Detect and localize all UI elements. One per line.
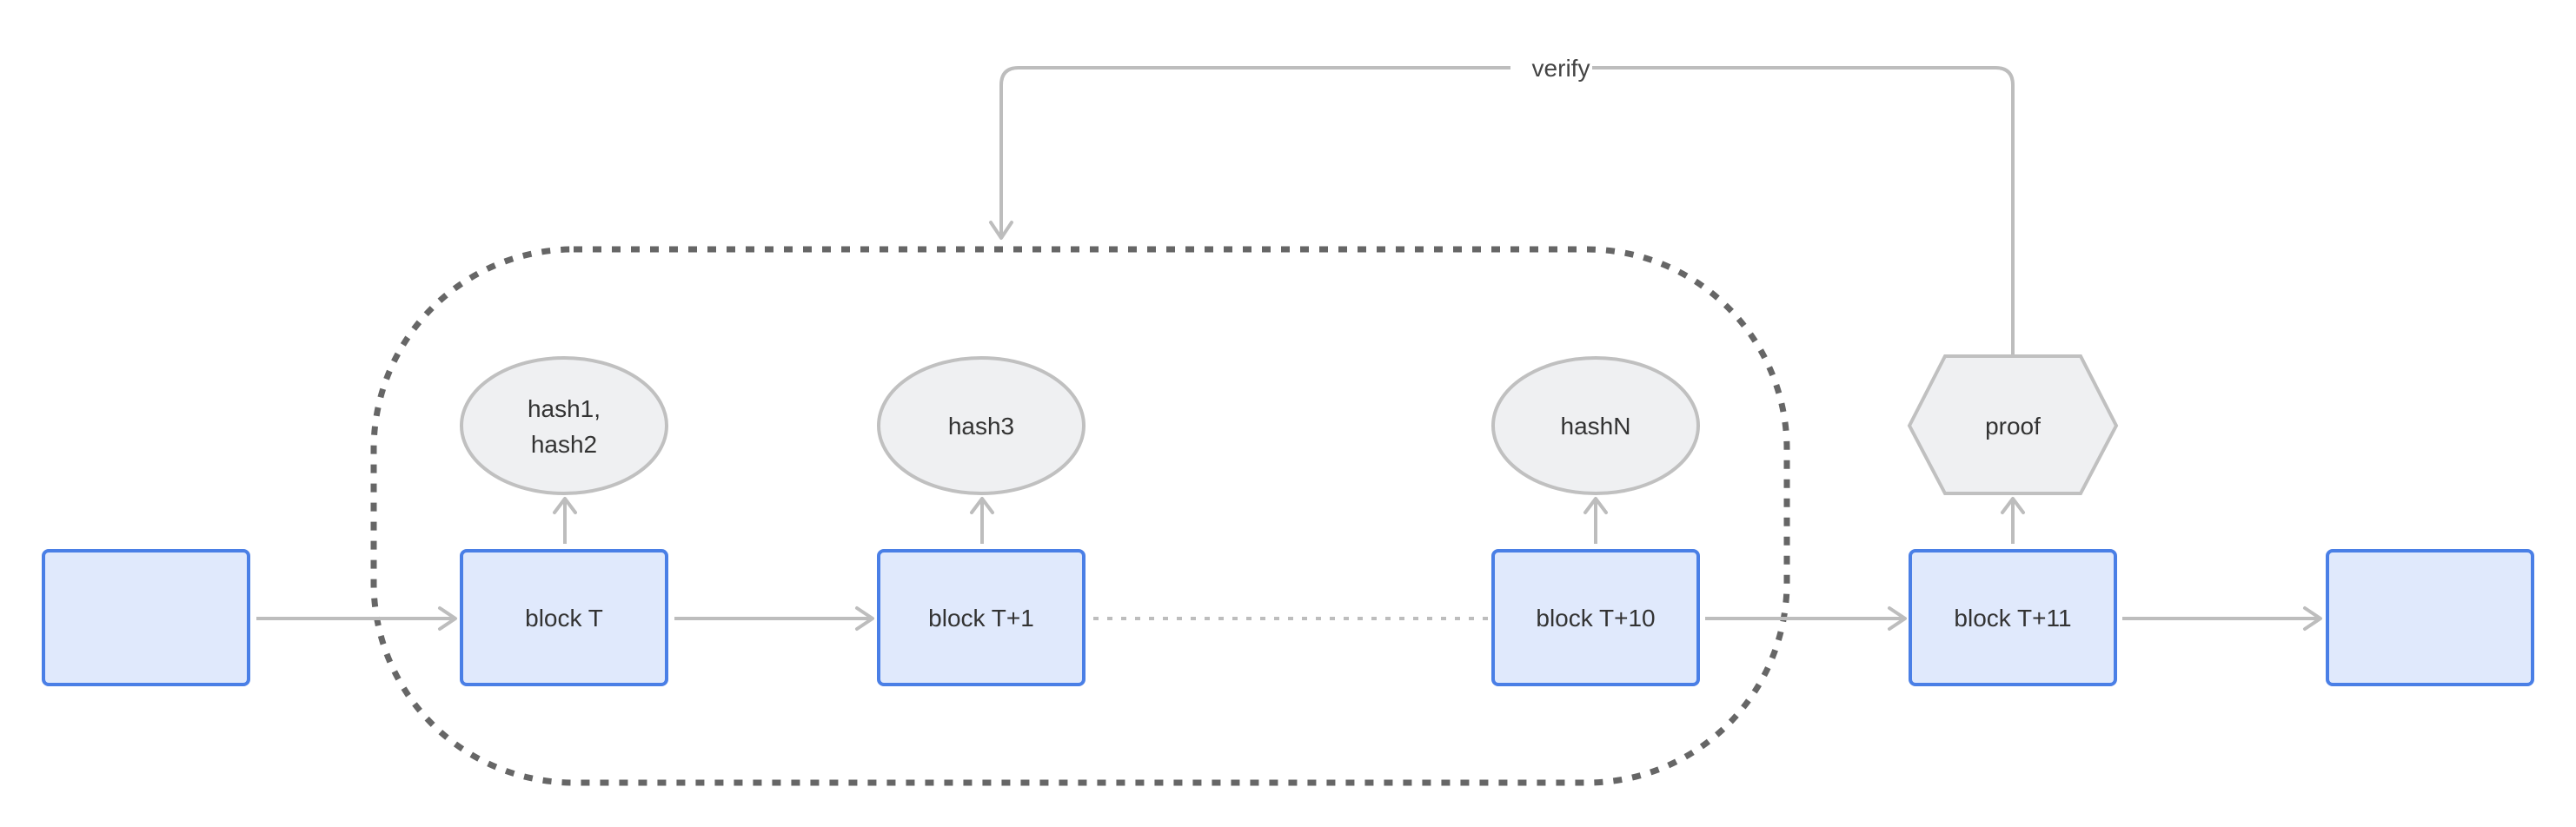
arrow-head-block-t1-to-hash3	[970, 497, 994, 514]
block-t10-label: block T+10	[1536, 605, 1655, 632]
arrow-head-block-t10-to-block-t11	[1888, 606, 1907, 631]
arrow-head-block-t11-to-next	[2303, 606, 2322, 631]
block-t: block T	[460, 549, 668, 686]
block-range-group-boundary	[370, 246, 1790, 786]
proof-node: proof	[1907, 354, 2119, 495]
block-prev	[42, 549, 250, 686]
arrow-head-block-t-to-block-t1	[855, 606, 874, 631]
block-t1: block T+1	[877, 549, 1086, 686]
arrow-head-prev-to-block-t	[438, 606, 457, 631]
arrow-head-block-t11-to-proof	[2001, 497, 2025, 514]
block-t11: block T+11	[1909, 549, 2117, 686]
block-t-label: block T	[525, 605, 603, 632]
hash-node-hashn-label: hashN	[1561, 413, 1631, 440]
arrow-head-block-t10-to-hashn	[1583, 497, 1608, 514]
arrow-head-block-t-to-hash12	[553, 497, 577, 514]
verify-label: verify	[1532, 55, 1590, 82]
hash-node-hash1-hash2-line1: hash1,	[528, 395, 601, 422]
block-t1-label: block T+1	[928, 605, 1034, 632]
hash-node-hashn: hashN	[1491, 356, 1700, 495]
block-t10: block T+10	[1491, 549, 1700, 686]
hash-node-hash3: hash3	[877, 356, 1086, 495]
verify-arrow-head	[989, 221, 1013, 240]
hash-node-hash3-label: hash3	[948, 413, 1014, 440]
verify-arrow-line	[999, 66, 2015, 354]
proof-node-label: proof	[1985, 413, 2041, 440]
hash-node-hash1-hash2-line2: hash2	[531, 431, 597, 458]
block-t11-label: block T+11	[1954, 605, 2071, 632]
block-next	[2326, 549, 2534, 686]
hash-node-hash1-hash2: hash1, hash2	[460, 356, 668, 495]
